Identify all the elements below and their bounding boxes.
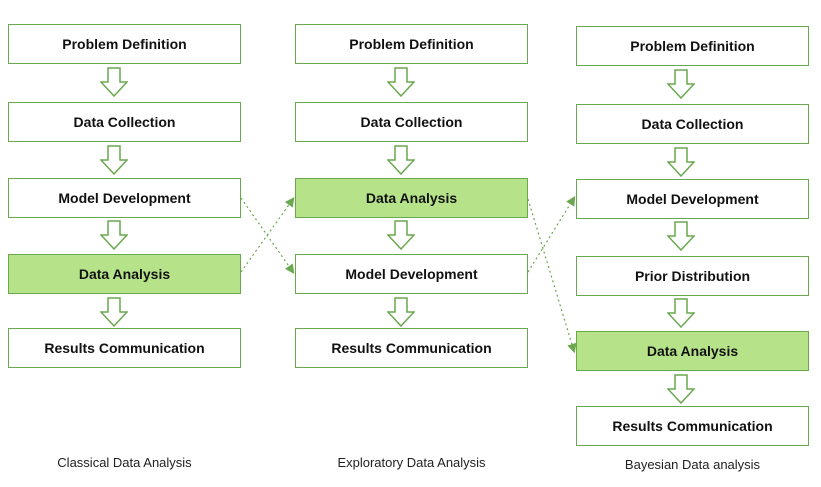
bayesian-step-data-analysis: Data Analysis (576, 331, 809, 371)
down-arrow-icon (667, 147, 695, 177)
down-arrow-icon (100, 297, 128, 327)
exploratory-caption: Exploratory Data Analysis (337, 455, 486, 470)
classical-step-data-analysis: Data Analysis (8, 254, 241, 294)
exploratory-step-results-communication: Results Communication (295, 328, 528, 368)
bayesian-step-problem-definition: Problem Definition (576, 26, 809, 66)
down-arrow-icon (100, 145, 128, 175)
bayesian-step-results-communication: Results Communication (576, 406, 809, 446)
down-arrow-icon (667, 374, 695, 404)
classical-step-data-collection: Data Collection (8, 102, 241, 142)
connector-exploratory-analysis-to-bayesian-analysis (527, 198, 577, 354)
classical-caption: Classical Data Analysis (57, 455, 192, 470)
bayesian-caption: Bayesian Data analysis (624, 457, 761, 472)
down-arrow-icon (387, 67, 415, 97)
down-arrow-icon (387, 220, 415, 250)
down-arrow-icon (387, 297, 415, 327)
down-arrow-icon (100, 220, 128, 250)
bayesian-step-model-development: Model Development (576, 179, 809, 219)
classical-step-problem-definition: Problem Definition (8, 24, 241, 64)
connector-exploratory-model-to-bayesian-model (527, 195, 576, 273)
classical-step-model-development: Model Development (8, 178, 241, 218)
bayesian-step-prior-distribution: Prior Distribution (576, 256, 809, 296)
down-arrow-icon (667, 221, 695, 251)
exploratory-step-data-analysis: Data Analysis (295, 178, 528, 218)
classical-step-results-communication: Results Communication (8, 328, 241, 368)
down-arrow-icon (667, 298, 695, 328)
down-arrow-icon (667, 69, 695, 99)
exploratory-step-model-development: Model Development (295, 254, 528, 294)
down-arrow-icon (387, 145, 415, 175)
exploratory-step-problem-definition: Problem Definition (295, 24, 528, 64)
exploratory-step-data-collection: Data Collection (295, 102, 528, 142)
bayesian-step-data-collection: Data Collection (576, 104, 809, 144)
down-arrow-icon (100, 67, 128, 97)
